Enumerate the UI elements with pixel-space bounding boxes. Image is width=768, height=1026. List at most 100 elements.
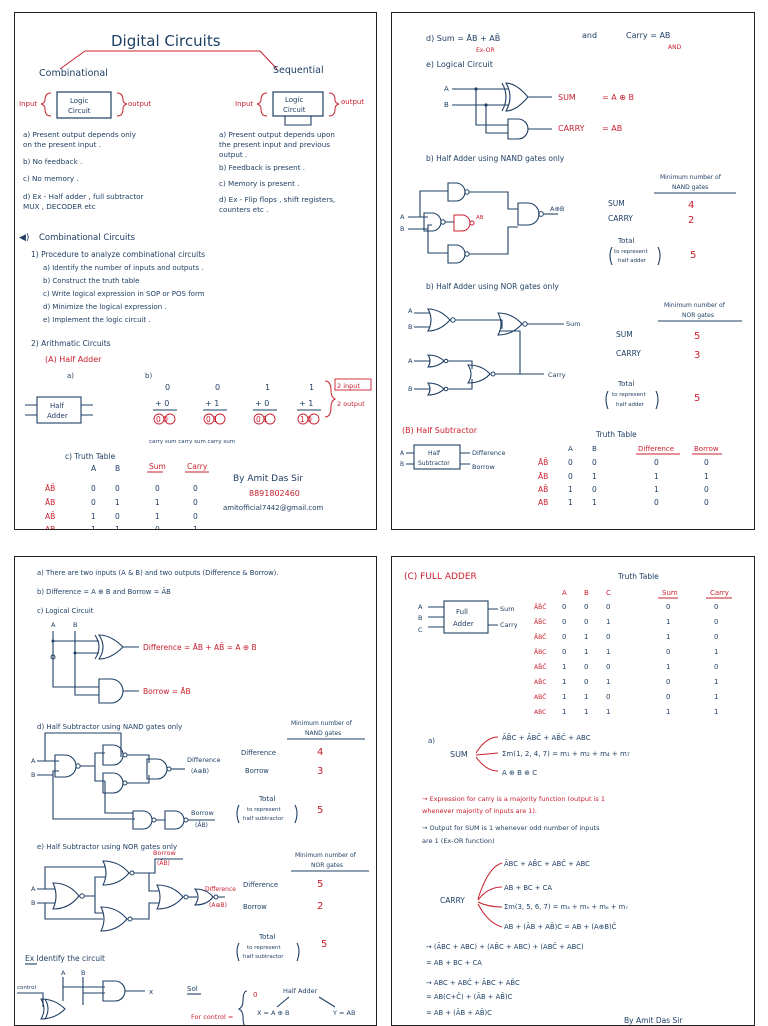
hs-box-line1: Half: [428, 450, 441, 457]
svg-text:→ Expression for carry is a ma: → Expression for carry is a majority fun…: [422, 795, 605, 803]
half-adder-block-wires: [25, 404, 93, 416]
hs-truth-table-rows: ĀB̄ 0 0 0 0 ĀB 0 1 1 1 AB̄ 1 0 1 0 AB 1 …: [538, 458, 709, 507]
hs-nand-total-2: to represent: [247, 807, 282, 813]
svg-text:b) Feedback is present .: b) Feedback is present .: [219, 163, 305, 172]
hs-nand-total-parens: [236, 804, 298, 824]
sum-output-eq: = A ⊕ B: [602, 93, 634, 102]
hs-nor-diagram: A B: [31, 858, 225, 932]
svg-text:AB̄: AB̄: [45, 512, 55, 521]
svg-text:1: 1: [606, 708, 610, 716]
io-brace: [324, 380, 337, 418]
svg-text:A: A: [61, 969, 66, 977]
svg-text:0: 0: [193, 512, 198, 521]
sum-equation: d) Sum = ĀB + AB̄: [426, 33, 500, 43]
svg-text:1: 1: [714, 678, 718, 686]
svg-text:output .: output .: [219, 150, 247, 159]
svg-text:0: 0: [704, 485, 709, 494]
result-circles: [153, 413, 320, 425]
sum-line-1: ĀB̄C + ĀBC̄ + AB̄C̄ + ABC: [502, 733, 591, 742]
svg-text:Difference: Difference: [243, 881, 278, 889]
svg-text:CARRY: CARRY: [616, 349, 641, 358]
logic-circuit-heading: e) Logical Circuit: [426, 60, 493, 69]
svg-text:+ 1: + 1: [299, 399, 313, 408]
hs-out-borrow: Borrow: [472, 463, 496, 471]
difference-equation: Difference = ĀB + AB̄ = A ⊕ B: [143, 643, 257, 652]
nor-heading: b) Half Adder using NOR gates only: [426, 282, 559, 291]
seq-box-line1: Logic: [285, 96, 303, 104]
procedure-heading: 1) Procedure to analyze combinational ci…: [31, 250, 205, 259]
svg-text:= AB + (ĀB + AB̄)C: = AB + (ĀB + AB̄)C: [426, 1008, 492, 1017]
svg-text:1: 1: [155, 498, 160, 507]
svg-text:0: 0: [193, 484, 198, 493]
y-equation: Y = AB: [332, 1009, 355, 1017]
svg-text:ABC: ABC: [534, 709, 546, 716]
svg-text:B: B: [31, 771, 35, 779]
seq-input-label: Input: [235, 100, 253, 108]
svg-text:A: A: [31, 757, 36, 765]
hs-truth-table-header: A B Difference Borrow: [568, 445, 719, 453]
svg-text:0: 0: [714, 663, 718, 671]
svg-text:AB: AB: [476, 215, 484, 221]
svg-text:0: 0: [666, 648, 670, 656]
ha-box-line2: Adder: [47, 412, 68, 420]
x-equation: X = A ⊕ B: [257, 1009, 290, 1017]
sum-line-3: A ⊕ B ⊕ C: [502, 769, 537, 777]
sequential-heading: Sequential: [273, 65, 324, 76]
svg-text:1: 1: [584, 708, 588, 716]
arithmetic-heading: 2) Arithmatic Circuits: [31, 339, 111, 348]
svg-text:A: A: [91, 464, 97, 473]
svg-text:+ 1: + 1: [205, 399, 219, 408]
svg-text:1: 1: [654, 472, 659, 481]
fa-truth-table-header: A B C Sum Carry: [562, 589, 729, 597]
xor-gate-icon: [501, 82, 529, 112]
hs-truth-table-heading: Truth Table: [595, 430, 637, 439]
sum-word: SUM: [450, 750, 468, 759]
fa-out-sum: Sum: [500, 605, 515, 613]
svg-text:→ Output for SUM is 1 whenever: → Output for SUM is 1 whenever odd numbe…: [422, 824, 600, 832]
nand-borrow-expr: (ĀB): [195, 822, 208, 829]
svg-text:0: 0: [165, 383, 170, 392]
carry-branch-arrows: [477, 862, 503, 928]
svg-text:1: 1: [568, 498, 573, 507]
svg-text:ABC̄: ABC̄: [534, 694, 546, 701]
nand-total-3: half adder: [618, 258, 647, 264]
fa-input-b: B: [418, 614, 422, 622]
svg-text:0 0: 0 0: [156, 415, 168, 424]
nor-total-value: 5: [694, 393, 700, 404]
svg-text:1: 1: [592, 498, 597, 507]
svg-text:0: 0: [568, 458, 573, 467]
svg-text:1: 1: [584, 693, 588, 701]
svg-text:d) Minimize the logical expres: d) Minimize the logical expression .: [43, 303, 167, 311]
borrow-equation: Borrow = ĀB: [143, 687, 191, 696]
fa-input-a: A: [418, 603, 423, 611]
svg-text:on the present input .: on the present input .: [23, 140, 101, 149]
svg-text:1: 1: [562, 663, 566, 671]
svg-text:0: 0: [193, 498, 198, 507]
seq-input-brace: [256, 92, 268, 117]
svg-text:a) There are two inputs (A & B: a) There are two inputs (A & B) and two …: [37, 569, 278, 577]
svg-text:1: 1: [714, 708, 718, 716]
svg-text:x: x: [149, 988, 153, 996]
svg-text:0: 0: [654, 458, 659, 467]
hs-nor-count-table: Difference 5 Borrow 2: [243, 879, 323, 912]
svg-text:whenever majority of inputs ar: whenever majority of inputs are 1).: [422, 807, 537, 815]
full-adder-title: (C) FULL ADDER: [404, 572, 477, 582]
truth-table-rows: ĀB̄ 0 0 0 0 ĀB 0 1 1 0 AB̄ 1 0 1 0 AB 1 …: [45, 484, 198, 529]
svg-text:c) Logical Circuit: c) Logical Circuit: [37, 607, 94, 615]
svg-text:Borrow: Borrow: [243, 903, 267, 911]
svg-text:ĀBC: ĀBC: [534, 649, 546, 656]
page-4-canvas: (C) FULL ADDER Truth Table A B C Full Ad…: [404, 572, 732, 1025]
sum-a-label: a): [428, 737, 435, 745]
output-wires: [528, 96, 552, 130]
carry-line-1: ĀBC + AB̄C + ABC̄ + ABC: [504, 859, 590, 868]
author-signature: By Amit Das Sir: [233, 474, 303, 484]
svg-text:1: 1: [714, 648, 718, 656]
svg-text:0: 0: [562, 648, 566, 656]
min-nor-head-1: Minimum number of: [664, 302, 726, 309]
author-signature-2: By Amit Das Sir: [624, 1016, 683, 1025]
svg-text:1: 1: [654, 485, 659, 494]
nor-half-adder-diagram: A B Sum A B Carry: [408, 307, 581, 396]
svg-text:c) Memory is present .: c) Memory is present .: [219, 179, 299, 188]
svg-text:d) Ex - Half adder , full subt: d) Ex - Half adder , full subtractor: [23, 192, 144, 201]
svg-text:3: 3: [317, 766, 323, 777]
